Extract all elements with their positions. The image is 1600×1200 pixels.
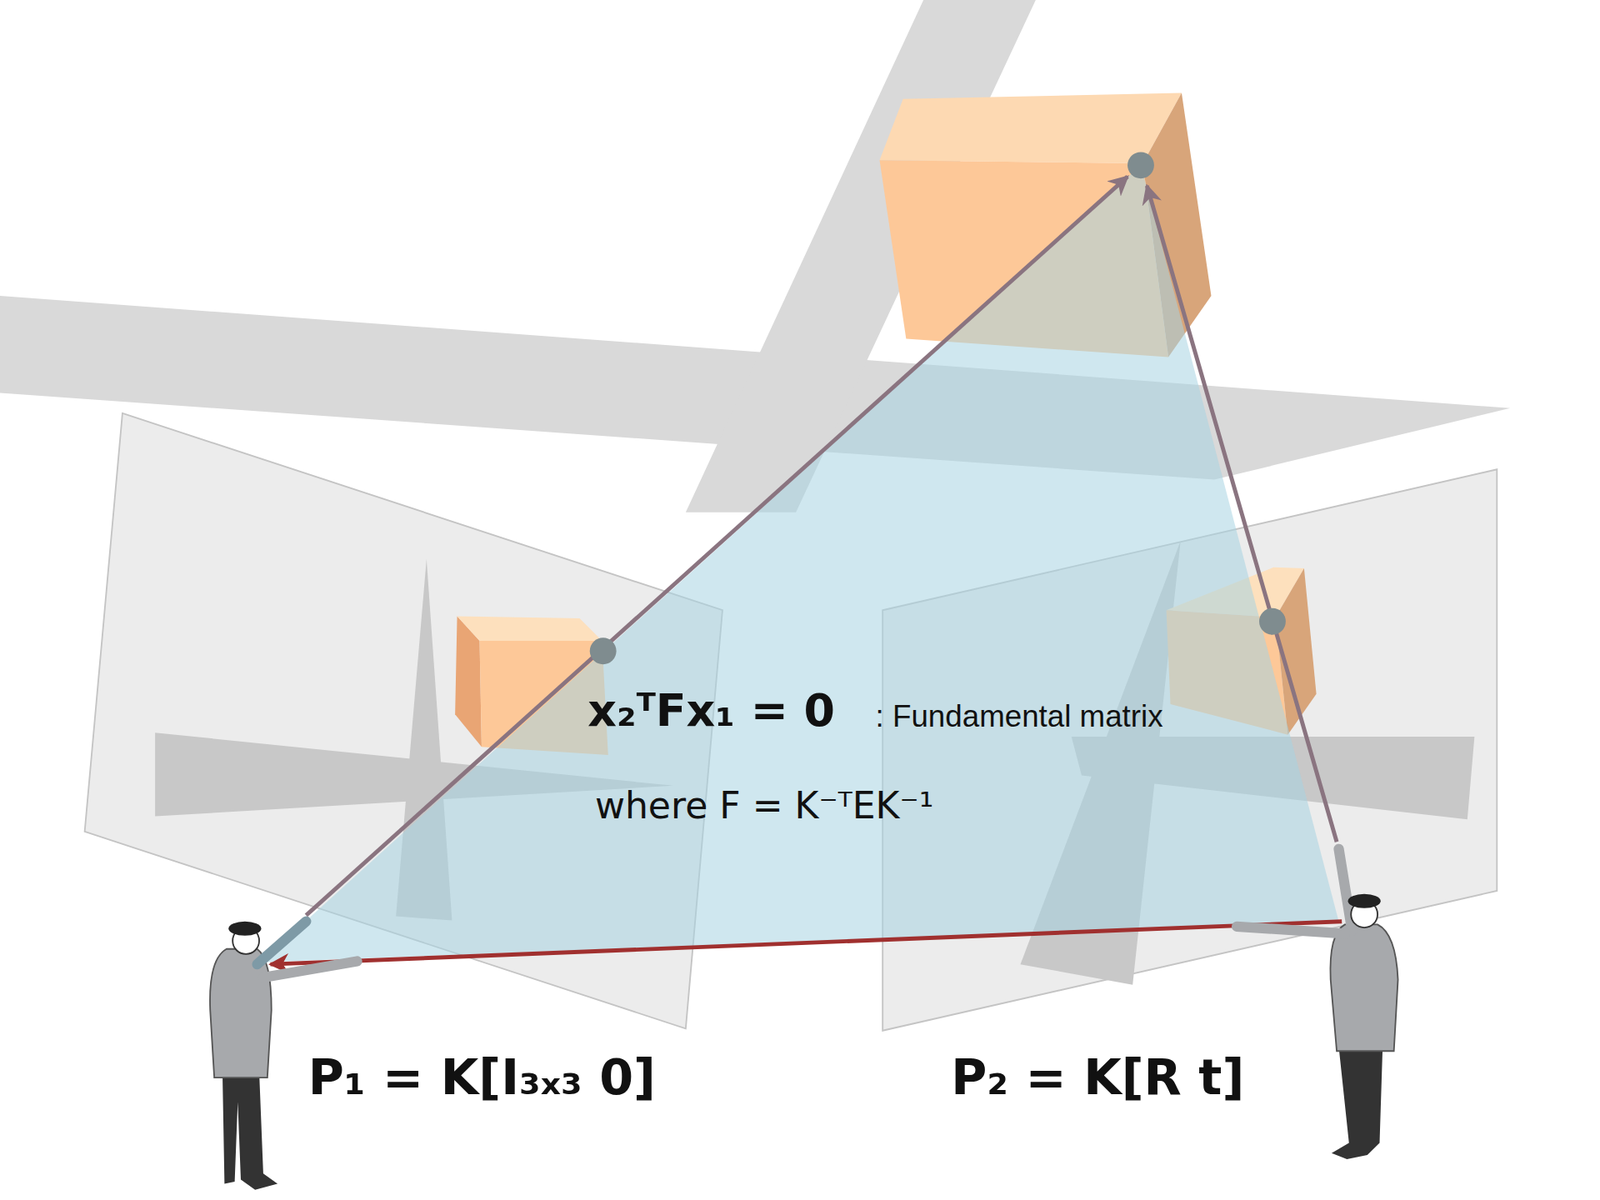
person-body <box>210 949 272 1078</box>
scene-shadow <box>0 0 1510 513</box>
ray <box>1146 185 1337 842</box>
person-arm <box>263 960 358 978</box>
image-point <box>1259 608 1286 635</box>
scene-point <box>1127 151 1155 179</box>
person-beret <box>228 921 261 936</box>
box-face <box>880 92 1182 163</box>
box-face <box>457 616 603 641</box>
ray <box>305 176 1128 916</box>
person-legs <box>222 1071 278 1190</box>
person-arm <box>1236 926 1345 935</box>
camera-matrix: P₁ = K[I₃ₓ₃ 0] <box>308 1050 656 1105</box>
epipolar-constraint: x₂ᵀFx₁ = 0 <box>587 685 835 735</box>
person-legs <box>1331 1046 1383 1160</box>
person-arm <box>1339 849 1353 931</box>
fundamental-definition: where F = K⁻ᵀEK⁻¹ <box>595 785 935 826</box>
camera-matrix: P₂ = K[R t] <box>950 1050 1245 1105</box>
epipolar-plane <box>260 165 1339 962</box>
constraint-caption: : Fundamental matrix <box>875 700 1164 734</box>
baseline <box>270 921 1342 965</box>
camera-person-right <box>1236 849 1398 1160</box>
person-beret <box>1348 894 1381 909</box>
image-point <box>590 637 617 665</box>
person-body <box>1330 924 1398 1051</box>
person-arm <box>257 921 307 965</box>
